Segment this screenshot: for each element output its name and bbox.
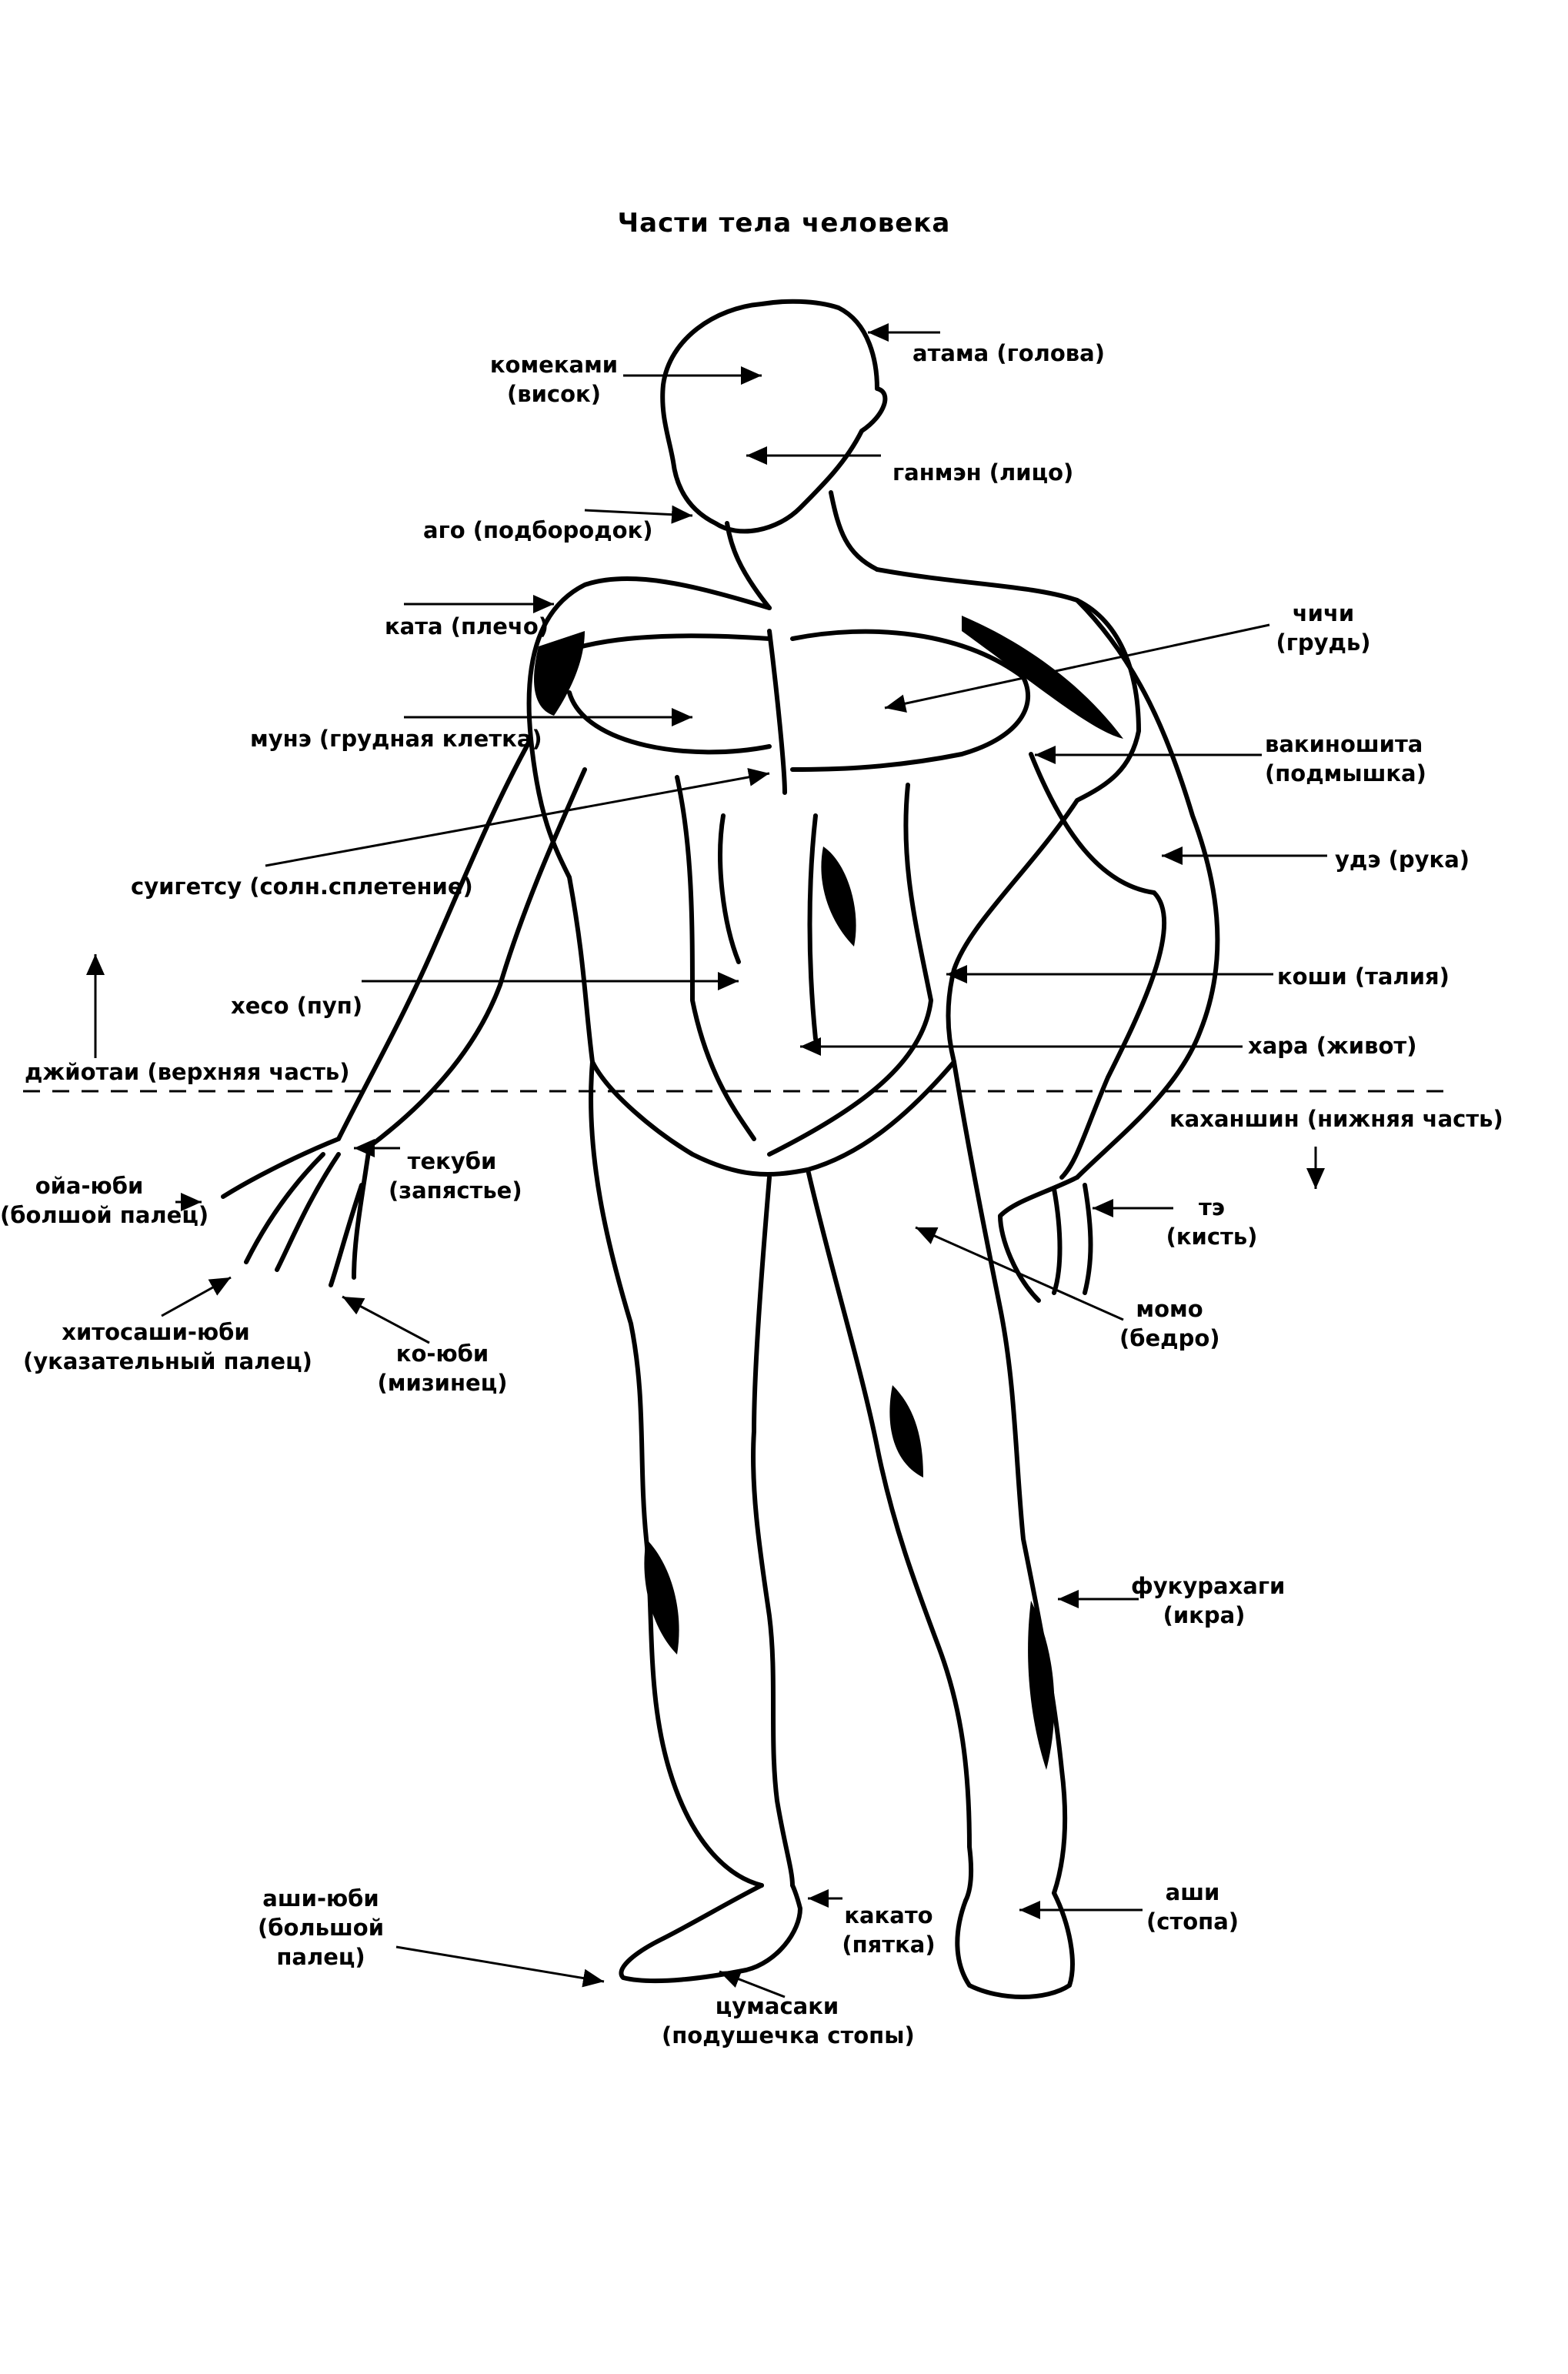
- label-mune: мунэ (грудная клетка): [250, 726, 542, 752]
- left-hand: [221, 1137, 372, 1287]
- label-chichi-term: чичи: [1292, 600, 1355, 626]
- label-komekami-translation: (висок): [507, 381, 601, 407]
- label-momo-term: момо: [1136, 1296, 1203, 1322]
- label-oya-term: ойа-юби: [35, 1173, 144, 1199]
- label-ko: ко-юби (мизинец): [377, 1339, 508, 1397]
- label-momo-translation: (бедро): [1119, 1325, 1220, 1351]
- arrow-ashiyubi: [395, 1945, 605, 1988]
- arrow-tsumasaki: [719, 1970, 786, 1998]
- label-tekubi: текуби (запястье): [389, 1147, 522, 1205]
- label-te-translation: (кисть): [1166, 1224, 1258, 1250]
- label-tekubi-translation: (запястье): [389, 1177, 522, 1204]
- label-hara: хара (живот): [1248, 1033, 1417, 1059]
- right-foot: [955, 1891, 1075, 1999]
- label-jotai: джйотаи (верхняя часть): [25, 1059, 350, 1085]
- label-ashi-term: аши: [1165, 1879, 1220, 1905]
- label-fukurahagi-term: фукурахаги: [1131, 1573, 1286, 1599]
- label-kakato-translation: (пятка): [842, 1932, 936, 1958]
- label-ashiyubi: аши-юби (большой палец): [248, 1884, 394, 1972]
- label-kata: ката (плечо): [385, 613, 549, 639]
- label-ude: удэ (рука): [1335, 846, 1470, 873]
- label-hitosashi-term: хитосаши-юби: [62, 1319, 250, 1345]
- neck: [725, 490, 879, 610]
- label-ashiyubi-translation-2: палец): [276, 1944, 365, 1970]
- diagram-title: Части тела человека: [617, 208, 951, 239]
- label-komekami: комеками (висок): [477, 350, 631, 409]
- right-arm: [1029, 598, 1220, 1180]
- label-atama: атама (голова): [912, 340, 1105, 366]
- label-ashiyubi-term: аши-юби: [262, 1885, 379, 1912]
- muscle-shading: [534, 616, 1123, 1770]
- label-komekami-term: комеками: [489, 352, 619, 378]
- arrow-ko: [342, 1295, 430, 1344]
- label-vakinoshita: вакиношита (подмышка): [1265, 730, 1426, 788]
- label-ago: аго (подбородок): [423, 517, 653, 543]
- label-te-term: тэ: [1199, 1194, 1225, 1220]
- label-hitosashi-translation: (указательный палец): [23, 1348, 312, 1374]
- label-tsumasaki-translation: (подушечка стопы): [662, 2022, 915, 2048]
- label-ko-translation: (мизинец): [377, 1370, 508, 1396]
- label-chichi-translation: (грудь): [1276, 629, 1371, 656]
- torso: [526, 567, 1141, 1064]
- label-suigetsu: суигетсу (солн.сплетение): [131, 873, 473, 900]
- label-kakato-term: какато: [844, 1902, 933, 1928]
- label-vakinoshita-term: вакиношита: [1265, 731, 1423, 757]
- label-hitosashi: хитосаши-юби (указательный палец): [23, 1317, 312, 1376]
- label-vakinoshita-translation: (подмышка): [1265, 760, 1426, 786]
- left-leg: [589, 1060, 795, 1888]
- left-arm: [336, 736, 587, 1149]
- label-tsumasaki-term: цумасаки: [715, 1993, 839, 2019]
- abdomen: [675, 775, 933, 1157]
- chest-lines: [536, 629, 1030, 795]
- label-chichi: чичи (грудь): [1254, 599, 1393, 657]
- label-oya: ойа-юби (болшой палец): [0, 1171, 209, 1230]
- label-ashi-translation: (стопа): [1146, 1908, 1239, 1935]
- pelvis: [590, 1060, 956, 1177]
- arrow-momo: [915, 1226, 1124, 1321]
- label-fukurahagi-translation: (икра): [1163, 1602, 1246, 1628]
- arrow-suigetsu: [265, 768, 770, 867]
- label-ganmen: ганмэн (лицо): [892, 459, 1074, 486]
- label-heso: хесо (пуп): [231, 993, 363, 1019]
- label-ashi: аши (стопа): [1146, 1878, 1239, 1936]
- pointer-arrows: [86, 323, 1327, 1998]
- label-ko-term: ко-юби: [395, 1341, 489, 1367]
- head-shape: [660, 299, 888, 534]
- left-foot: [619, 1883, 802, 1984]
- arrow-chichi: [884, 623, 1270, 713]
- arrow-ago: [584, 505, 693, 524]
- arrow-hitosashi: [161, 1276, 232, 1317]
- label-kakato: какато (пятка): [839, 1901, 939, 1959]
- label-tsumasaki: цумасаки (подушечка стопы): [662, 1992, 915, 2050]
- label-momo: момо (бедро): [1119, 1294, 1220, 1353]
- right-hand: [998, 1175, 1093, 1303]
- label-fukurahagi: фукурахаги (икра): [1131, 1571, 1286, 1630]
- label-koshi: коши (талия): [1277, 963, 1450, 990]
- label-te: тэ (кисть): [1162, 1193, 1262, 1251]
- label-kahanshin: каханшин (нижняя часть): [1169, 1106, 1503, 1132]
- label-oya-translation: (болшой палец): [0, 1202, 209, 1228]
- label-ashiyubi-translation-1: (большой: [257, 1915, 385, 1941]
- right-leg: [806, 1060, 1068, 1903]
- figure-outline: [221, 299, 1220, 1999]
- label-tekubi-term: текуби: [407, 1148, 497, 1174]
